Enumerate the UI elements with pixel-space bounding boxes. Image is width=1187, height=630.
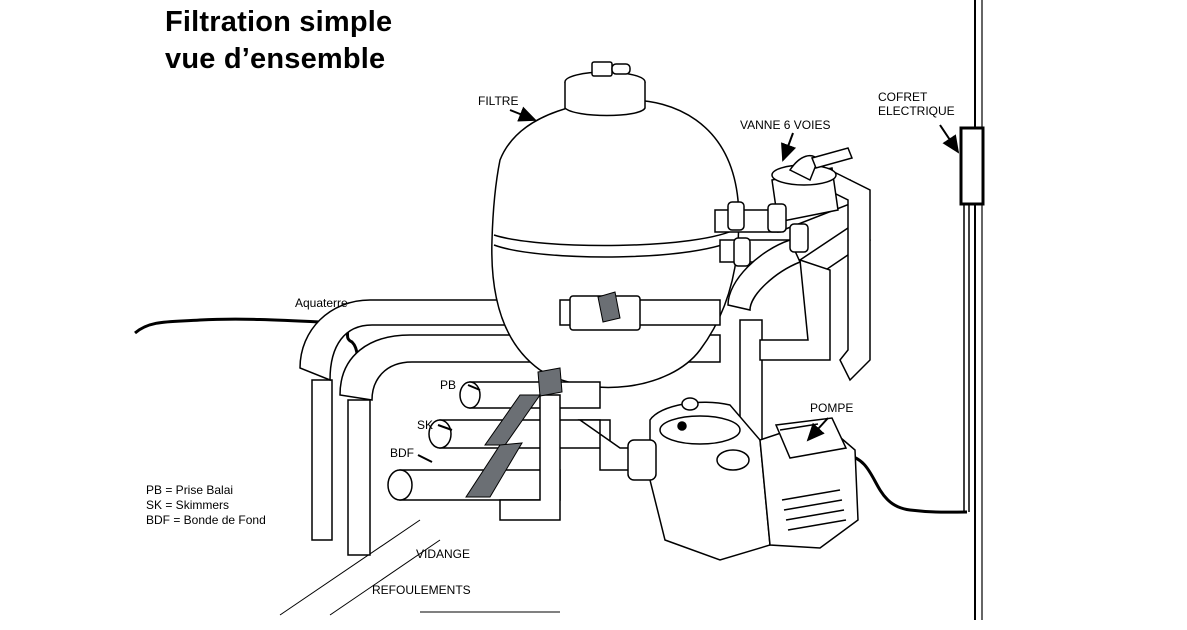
six-way-valve [727, 147, 854, 267]
label-arrows [417, 106, 960, 463]
legend-item-sk: SK = Skimmers [146, 498, 230, 512]
filter-valve-handle [597, 291, 621, 323]
electrical-box [959, 126, 985, 512]
label-vidange: VIDANGE [416, 547, 471, 561]
label-pb: PB [440, 378, 457, 392]
label-electrique: ELECTRIQUE [878, 104, 955, 118]
floor-lines [279, 519, 560, 616]
legend-item-bdf: BDF = Bonde de Fond [146, 513, 266, 527]
title-line-2: vue d’ensemble [165, 43, 386, 75]
label-aquaterre: Aquaterre [295, 296, 348, 310]
label-bdf: BDF [390, 446, 414, 460]
pump-cable [845, 453, 968, 514]
filter-tank [491, 61, 740, 389]
pump [627, 397, 859, 561]
manifold-valve-handles [465, 367, 563, 498]
legend: PB = Prise Balai SK = Skimmers BDF = Bon… [146, 483, 266, 528]
wall [974, 0, 983, 620]
label-pompe: POMPE [810, 401, 854, 415]
title-line-1: Filtration simple [165, 6, 393, 38]
label-cofret: COFRET [878, 90, 928, 104]
label-filtre: FILTRE [478, 94, 519, 108]
label-sk: SK [417, 418, 434, 432]
diagram-title: Filtration simple vue d’ensemble [165, 4, 392, 78]
label-vanne-6-voies: VANNE 6 VOIES [740, 118, 831, 132]
legend-item-pb: PB = Prise Balai [146, 483, 234, 497]
label-refoulements: REFOULEMENTS [372, 583, 471, 597]
